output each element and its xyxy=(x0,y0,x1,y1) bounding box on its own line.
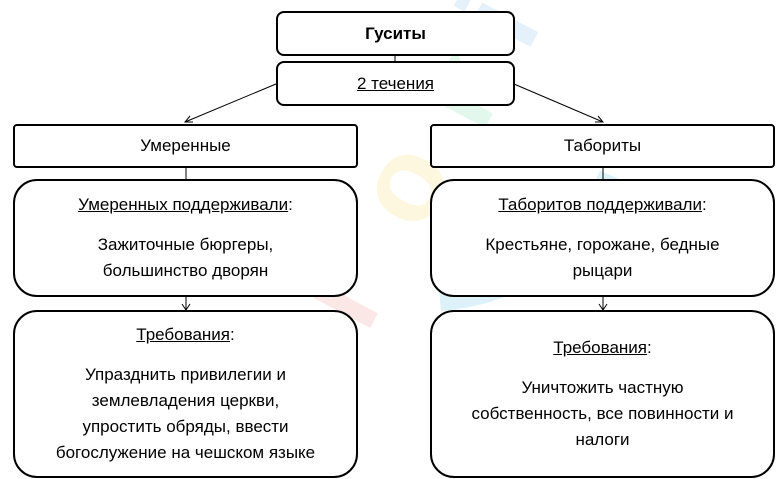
right-support-colon: : xyxy=(701,195,707,214)
left-demands-line-2: землевладения церкви, xyxy=(91,391,280,410)
right-branch-title-node: Табориты xyxy=(430,124,775,168)
right-support-heading: Таборитов поддерживали xyxy=(498,195,702,214)
left-demands-line-1: Упразднить привилегии и xyxy=(84,365,287,384)
right-demands-line-3: налоги xyxy=(575,430,630,449)
right-support-line-2: рыцари xyxy=(572,261,633,280)
root-title: Гуситы xyxy=(365,23,426,43)
split-node: 2 течения xyxy=(276,61,515,106)
right-support-line-1: Крестьяне, горожане, бедные xyxy=(485,235,720,254)
arrowhead-left-branch xyxy=(183,115,193,123)
right-support-node: Таборитов поддерживали: Крестьяне, горож… xyxy=(430,179,775,297)
right-demands-heading-line: Требования: xyxy=(553,335,651,361)
left-demands-line-4: богослужение на чешском языке xyxy=(55,443,316,462)
arrowhead-right-branch xyxy=(595,115,605,123)
right-support-heading-line: Таборитов поддерживали: xyxy=(498,192,706,218)
right-demands-line-1: Уничтожить частную xyxy=(521,378,684,397)
left-demands-heading-line: Требования: xyxy=(136,322,234,348)
left-support-node: Умеренных поддерживали: Зажиточные бюрге… xyxy=(13,179,358,297)
right-branch-title: Табориты xyxy=(563,136,642,155)
left-support-line-1: Зажиточные бюргеры, xyxy=(97,235,274,254)
left-demands-colon: : xyxy=(230,325,235,344)
right-demands-node: Требования: Уничтожить частную собственн… xyxy=(430,310,775,478)
right-demands-colon: : xyxy=(647,338,652,357)
left-branch-title-node: Умеренные xyxy=(13,124,358,168)
right-demands-heading: Требования xyxy=(553,338,647,357)
arrow-to-left-branch xyxy=(184,83,277,123)
left-support-heading-line: Умеренных поддерживали: xyxy=(78,192,293,218)
left-support-heading: Умеренных поддерживали xyxy=(78,195,289,214)
left-support-line-2: большинство дворян xyxy=(102,261,269,280)
arrow-to-right-branch xyxy=(513,83,604,123)
left-demands-line-3: упростить обряды, ввести xyxy=(82,417,289,436)
left-support-colon: : xyxy=(288,195,293,214)
left-demands-node: Требования: Упразднить привилегии и земл… xyxy=(13,310,358,478)
left-demands-heading: Требования xyxy=(136,325,230,344)
root-node: Гуситы xyxy=(276,11,515,56)
right-demands-line-2: собственность, все повинности и xyxy=(471,404,734,423)
split-label: 2 течения xyxy=(356,73,435,93)
left-branch-title: Умеренные xyxy=(140,136,231,155)
